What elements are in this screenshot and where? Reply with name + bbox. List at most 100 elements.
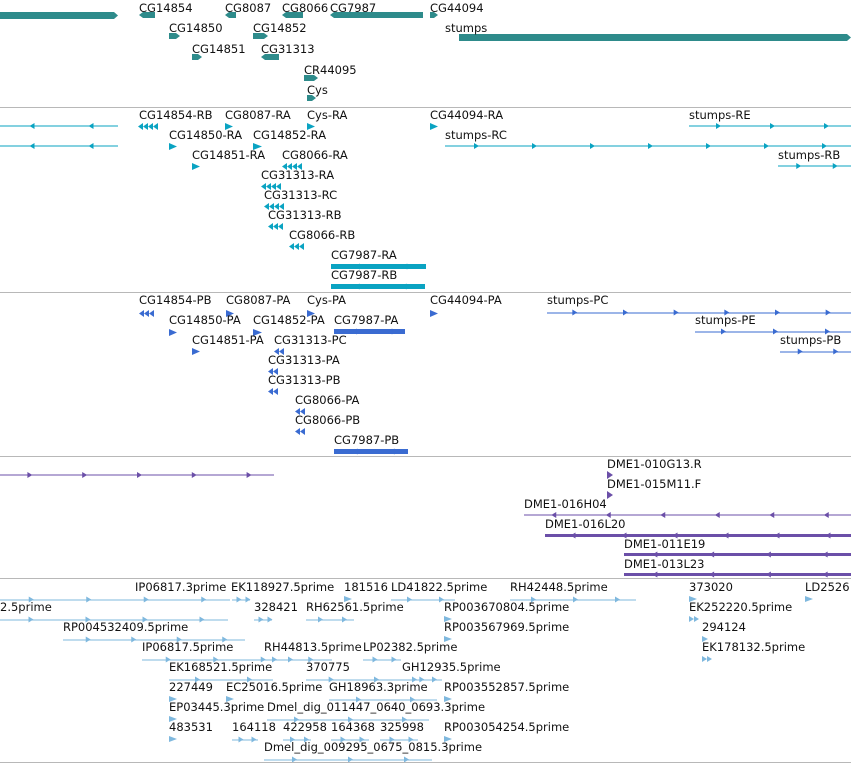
clone-dme1-015m11f-label: DME1-015M11.F xyxy=(607,477,702,491)
est-181516-glyph[interactable] xyxy=(344,596,352,607)
gene-cg8087-glyph[interactable] xyxy=(225,12,236,24)
transcript-cg14850-ra-glyph[interactable] xyxy=(169,142,177,155)
protein-cys-pa-glyph[interactable] xyxy=(307,309,315,322)
transcript-cg7987-rb-glyph[interactable] xyxy=(331,283,425,295)
est-227449-glyph[interactable] xyxy=(169,696,177,707)
est-gh12935-5prime-label: GH12935.5prime xyxy=(402,660,501,674)
est-483531-glyph[interactable] xyxy=(169,736,177,747)
gene-stumps-glyph[interactable] xyxy=(459,33,851,47)
est-422958-glyph[interactable] xyxy=(283,736,311,746)
transcript-stumps-rc-glyph[interactable] xyxy=(445,143,851,153)
est-ek118927-5prime-glyph[interactable] xyxy=(232,596,251,606)
est-ek168521-5prime-glyph[interactable] xyxy=(169,676,273,686)
est-ld2526-glyph[interactable] xyxy=(805,596,813,607)
est-325998-glyph[interactable] xyxy=(380,736,418,746)
gene-cys-glyph[interactable] xyxy=(307,95,316,107)
transcript-cg7987-ra-glyph[interactable] xyxy=(331,263,426,275)
protein-cg8087-pa-glyph[interactable] xyxy=(226,309,234,322)
gene-cg8066-glyph[interactable] xyxy=(282,12,303,24)
est-rp004532409-5prime-glyph[interactable] xyxy=(63,636,245,646)
est-ip06817-5prime-glyph[interactable] xyxy=(142,656,332,666)
protein-cg8066-pa-glyph[interactable] xyxy=(295,407,309,420)
est-ld41822-5prime-glyph[interactable] xyxy=(391,596,455,606)
transcript-cg31313-rb-glyph[interactable] xyxy=(268,222,284,235)
est-rh62561-5prime-label: RH62561.5prime xyxy=(306,600,404,614)
protein-cg31313-pa-glyph[interactable] xyxy=(268,367,282,380)
gene-cr44095-glyph[interactable] xyxy=(304,75,318,87)
clone-dme1-016h04-glyph[interactable] xyxy=(524,512,851,522)
transcript-cys-ra-glyph[interactable] xyxy=(307,122,315,135)
est-ep03445-3prime-glyph[interactable] xyxy=(169,716,177,727)
protein-stumps-pb-glyph[interactable] xyxy=(780,348,851,358)
transcript-stumps-rb-label: stumps-RB xyxy=(778,148,841,162)
est-164118-glyph[interactable] xyxy=(232,736,258,746)
protein-cg7987-pa-glyph[interactable] xyxy=(334,328,405,340)
est-gh18963-3prime-label: GH18963.3prime xyxy=(329,680,428,694)
gene-cg8087-label: CG8087 xyxy=(225,1,272,15)
est-lp02382-5prime-glyph[interactable] xyxy=(363,656,401,666)
est-rp003552857-5prime-glyph[interactable] xyxy=(444,696,452,707)
est-gh12935-5prime-glyph[interactable] xyxy=(402,676,442,686)
gene-cg14851-glyph[interactable] xyxy=(192,54,202,66)
protein-cg8066-pb-glyph[interactable] xyxy=(295,427,305,440)
gene-cg44094-glyph[interactable] xyxy=(430,12,438,24)
est-dmel-dig-011447-glyph[interactable] xyxy=(267,716,429,726)
gene-cg7987-glyph[interactable] xyxy=(330,12,423,24)
est-294124-glyph[interactable] xyxy=(702,636,708,647)
gene-cg14850-glyph[interactable] xyxy=(169,33,180,45)
gene-cg14854-glyph[interactable] xyxy=(139,12,155,24)
protein-cg44094-pa-label: CG44094-PA xyxy=(430,293,502,307)
est-ec25016-5prime-glyph[interactable] xyxy=(226,696,234,707)
clone-dme1-011e19-glyph[interactable] xyxy=(624,551,851,562)
est-dmel-dig-009295-glyph[interactable] xyxy=(264,756,432,764)
protein-cg44094-pa-glyph[interactable] xyxy=(430,309,438,322)
est-rp003670804-5prime-glyph[interactable] xyxy=(444,616,452,627)
protein-cg31313-pb-glyph[interactable] xyxy=(268,387,282,400)
transcript-cg14852-ra-glyph[interactable] xyxy=(253,142,262,155)
transcript-stumps-rb-glyph[interactable] xyxy=(778,163,851,173)
protein-cg31313-pc-glyph[interactable] xyxy=(274,347,288,360)
protein-cg7987-pb-glyph[interactable] xyxy=(334,448,408,460)
est-328421-glyph[interactable] xyxy=(254,616,273,626)
est-rp003054254-5prime-glyph[interactable] xyxy=(444,736,452,747)
gene-left-offscreen-glyph[interactable] xyxy=(0,11,118,25)
est-rp003567969-5prime-glyph[interactable] xyxy=(444,636,452,647)
clone-dme1-016l20-glyph[interactable] xyxy=(545,532,851,543)
protein-stumps-pc-glyph[interactable] xyxy=(547,309,851,319)
est-ip06817-3prime-glyph[interactable] xyxy=(0,596,230,606)
clone-dme1-010g13r-glyph[interactable] xyxy=(607,471,613,484)
transcript-stumps-re-glyph[interactable] xyxy=(689,123,851,133)
transcript-cg31313-ra-label: CG31313-RA xyxy=(261,168,335,182)
transcript-left-2-glyph[interactable] xyxy=(0,143,118,153)
est-rh42448-5prime-glyph[interactable] xyxy=(510,596,636,606)
protein-cg14850-pa-glyph[interactable] xyxy=(169,328,177,341)
transcript-left-1-glyph[interactable] xyxy=(0,123,118,133)
est-164368-glyph[interactable] xyxy=(331,736,369,746)
transcript-cg14854-rb-glyph[interactable] xyxy=(138,122,158,135)
est-ek178132-5prime-glyph[interactable] xyxy=(702,656,716,667)
est-ek252220-5prime-glyph[interactable] xyxy=(689,616,701,627)
transcript-cg8066-rb-glyph[interactable] xyxy=(289,242,305,255)
gene-cg14852-glyph[interactable] xyxy=(253,33,268,45)
gene-cg44094-label: CG44094 xyxy=(430,1,484,15)
transcript-cg14851-ra-glyph[interactable] xyxy=(192,162,200,175)
est-rh44813-5prime-glyph[interactable] xyxy=(264,656,296,666)
est-373020-glyph[interactable] xyxy=(689,596,697,607)
transcript-cg31313-rc-glyph[interactable] xyxy=(264,202,284,215)
transcript-cg44094-ra-glyph[interactable] xyxy=(430,122,438,135)
gene-cg31313-glyph[interactable] xyxy=(261,54,279,66)
transcript-cg8066-ra-glyph[interactable] xyxy=(282,162,302,175)
protein-stumps-pe-glyph[interactable] xyxy=(695,328,851,338)
protein-cg14851-pa-glyph[interactable] xyxy=(192,347,200,360)
est-rh62561-5prime-glyph[interactable] xyxy=(306,616,354,626)
transcript-cg31313-ra-glyph[interactable] xyxy=(261,182,283,195)
transcript-cg8087-ra-glyph[interactable] xyxy=(225,122,233,135)
est-gh18963-3prime-glyph[interactable] xyxy=(329,696,437,706)
clone-dme1-013l23-glyph[interactable] xyxy=(624,571,851,582)
est-left-2-5prime-glyph[interactable] xyxy=(0,616,228,626)
clone-dme1-015m11f-glyph[interactable] xyxy=(607,491,613,504)
clone-left-offscreen-glyph[interactable] xyxy=(0,472,274,482)
protein-cg14854-pb-glyph[interactable] xyxy=(139,309,157,322)
protein-cg14852-pa-glyph[interactable] xyxy=(253,328,262,341)
protein-cg31313-pa-label: CG31313-PA xyxy=(268,353,340,367)
